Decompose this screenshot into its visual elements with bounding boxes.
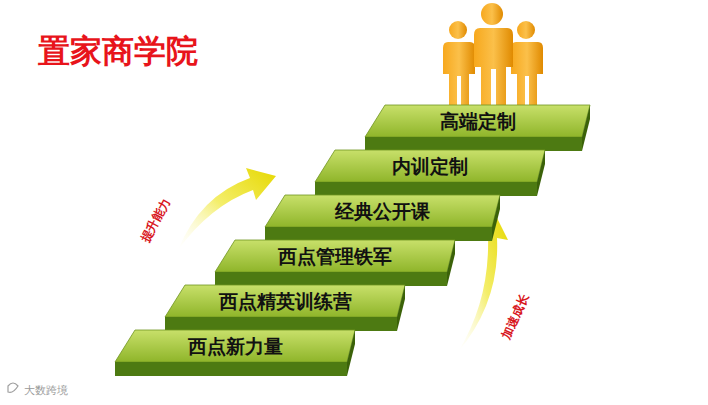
step-label: 西点新力量: [125, 330, 345, 362]
stair-step: 西点新力量: [115, 330, 355, 376]
stair-step: 内训定制: [315, 150, 545, 196]
step-label: 内训定制: [325, 150, 535, 182]
step-label: 西点精英训练营: [175, 285, 395, 317]
step-label: 经典公开课: [275, 195, 490, 227]
step-label: 高端定制: [375, 105, 580, 137]
title: 置家商学院: [38, 30, 198, 74]
stair-step: 西点精英训练营: [165, 285, 405, 331]
arrow-label: 加速成长: [498, 291, 533, 342]
stair-step: 西点管理铁军: [215, 240, 455, 286]
stair-step: 经典公开课: [265, 195, 500, 241]
stair-step: 高端定制: [365, 105, 590, 151]
people-figures: [443, 3, 543, 107]
step-label: 西点管理铁军: [225, 240, 445, 272]
arrow-label: 提升能力: [137, 195, 175, 245]
watermark-icon: [8, 383, 18, 392]
curved-arrow: [178, 168, 276, 250]
watermark: 大数跨境: [24, 383, 68, 398]
